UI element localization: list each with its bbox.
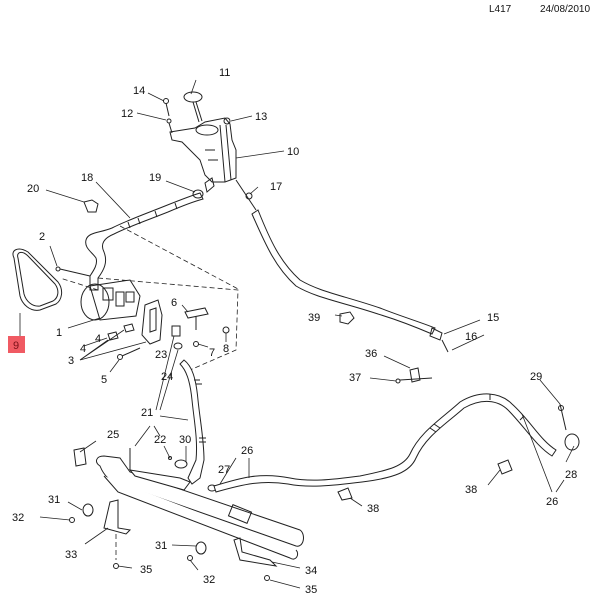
assembly-dashed-line-c	[119, 225, 241, 291]
callout-label[interactable]: 14	[133, 85, 145, 97]
bolt-part-35b[interactable]	[264, 575, 270, 581]
return-pipe-part-26[interactable]	[213, 393, 557, 493]
callout-label[interactable]: 12	[121, 108, 133, 120]
nut-part-32b[interactable]	[187, 555, 193, 561]
spacer-part-4a[interactable]	[123, 323, 135, 333]
bolt-part-14[interactable]	[163, 98, 170, 117]
callout-label[interactable]: 7	[209, 347, 215, 359]
callout-label[interactable]: 4	[95, 333, 101, 345]
assembly-dashed-line-a	[97, 277, 239, 371]
callout-label[interactable]: 19	[149, 172, 161, 184]
reservoir-outlet	[204, 177, 215, 193]
callout-label[interactable]: 3	[68, 355, 74, 367]
callout-label[interactable]: 4	[80, 343, 86, 355]
callout-label[interactable]: 38	[465, 484, 477, 496]
callout-label[interactable]: 35	[140, 564, 152, 576]
callout-label[interactable]: 32	[12, 512, 24, 524]
callout-label[interactable]: 21	[141, 407, 153, 419]
callout-label[interactable]: 11	[219, 67, 230, 79]
hose-clamp-part-19[interactable]	[192, 189, 204, 199]
pressure-hose-part-21[interactable]	[179, 359, 206, 485]
pump-bracket[interactable]	[141, 299, 163, 345]
bushing-part-31a[interactable]	[82, 503, 94, 517]
suction-hose-part-18[interactable]	[85, 192, 204, 291]
return-pipe-stub	[235, 179, 257, 211]
bolt-part-8[interactable]	[222, 326, 230, 334]
bolt-part-29[interactable]	[558, 403, 567, 431]
bracket-part-6[interactable]	[184, 307, 209, 330]
callout-label[interactable]: 1	[56, 327, 62, 339]
callout-label[interactable]: 25	[107, 429, 119, 441]
diagram-code: L417	[489, 4, 512, 15]
bushing-part-31b[interactable]	[195, 541, 207, 555]
callout-label[interactable]: 5	[101, 374, 107, 386]
callout-label[interactable]: 26	[241, 445, 253, 457]
bolt-part-5[interactable]	[117, 347, 141, 360]
fitting-part-16[interactable]	[441, 339, 449, 353]
diagram-date: 24/08/2010	[540, 4, 591, 15]
callout-label[interactable]: 31	[155, 540, 167, 552]
callout-label[interactable]: 2	[39, 231, 45, 243]
sleeve-part-30[interactable]	[174, 459, 188, 469]
callout-label[interactable]: 10	[287, 146, 299, 158]
clip-part-20[interactable]	[83, 199, 99, 213]
callout-label[interactable]: 16	[465, 331, 477, 343]
callout-label[interactable]: 30	[179, 434, 191, 446]
washer-part-12[interactable]	[166, 118, 173, 134]
clip-part-39[interactable]	[339, 311, 355, 325]
callout-label[interactable]: 27	[218, 464, 230, 476]
callout-label[interactable]: 13	[255, 111, 267, 123]
power-steering-pump-part-1[interactable]	[80, 279, 141, 321]
clip-part-38b[interactable]	[497, 459, 513, 475]
clip-part-38a[interactable]	[337, 487, 353, 501]
clip-part-22[interactable]	[168, 456, 172, 460]
return-hose-part-15[interactable]	[251, 209, 443, 341]
callout-label[interactable]: 35	[305, 584, 317, 596]
callout-label[interactable]: 8	[223, 343, 229, 355]
reservoir-cap-part-11[interactable]	[183, 91, 203, 123]
clamp-part-28[interactable]	[564, 433, 580, 451]
leader-lines	[19, 79, 575, 589]
callout-label[interactable]: 34	[305, 565, 317, 577]
callout-label[interactable]: 17	[270, 181, 282, 193]
callout-label[interactable]: 31	[48, 494, 60, 506]
callout-label[interactable]: 36	[365, 348, 377, 360]
bracket-part-33[interactable]	[103, 499, 132, 560]
callout-label[interactable]: 24	[161, 371, 173, 383]
callout-label[interactable]: 29	[530, 371, 542, 383]
bolt-part-35a[interactable]	[113, 563, 119, 569]
callout-label[interactable]: 39	[308, 312, 320, 324]
callout-label[interactable]: 38	[367, 503, 379, 515]
fitting-part-23[interactable]	[171, 325, 181, 337]
bolt-part-37[interactable]	[395, 377, 433, 384]
reservoir-part-10[interactable]	[169, 117, 237, 183]
spacer-part-4b[interactable]	[107, 331, 119, 341]
callout-9-highlight[interactable]: 9	[8, 336, 25, 353]
callout-label[interactable]: 6	[171, 297, 177, 309]
callout-label[interactable]: 26	[546, 496, 558, 508]
callout-label[interactable]: 20	[27, 183, 39, 195]
drive-belt-part-9[interactable]	[12, 248, 63, 311]
bolt-part-2[interactable]	[55, 266, 91, 277]
clip-part-36[interactable]	[409, 367, 421, 383]
nut-part-32a[interactable]	[69, 517, 75, 523]
callout-label[interactable]: 28	[565, 469, 577, 481]
seal-part-24[interactable]	[173, 342, 183, 350]
assembly-dashed-line-b	[59, 277, 99, 291]
bracket-part-34[interactable]	[233, 537, 278, 567]
grommet-part-13[interactable]	[223, 117, 231, 125]
clamp-part-25[interactable]	[73, 447, 87, 467]
callout-label: 9	[13, 340, 19, 352]
callout-label[interactable]: 32	[203, 574, 215, 586]
callout-label[interactable]: 18	[81, 172, 93, 184]
callout-label[interactable]: 33	[65, 549, 77, 561]
callout-label[interactable]: 37	[349, 372, 361, 384]
highlight-box	[8, 336, 25, 353]
callout-label[interactable]: 23	[155, 349, 167, 361]
callout-label[interactable]: 22	[154, 434, 166, 446]
nut-part-7[interactable]	[193, 341, 199, 347]
callout-label[interactable]: 15	[487, 312, 499, 324]
cooler-pipe-loop[interactable]	[96, 448, 304, 560]
